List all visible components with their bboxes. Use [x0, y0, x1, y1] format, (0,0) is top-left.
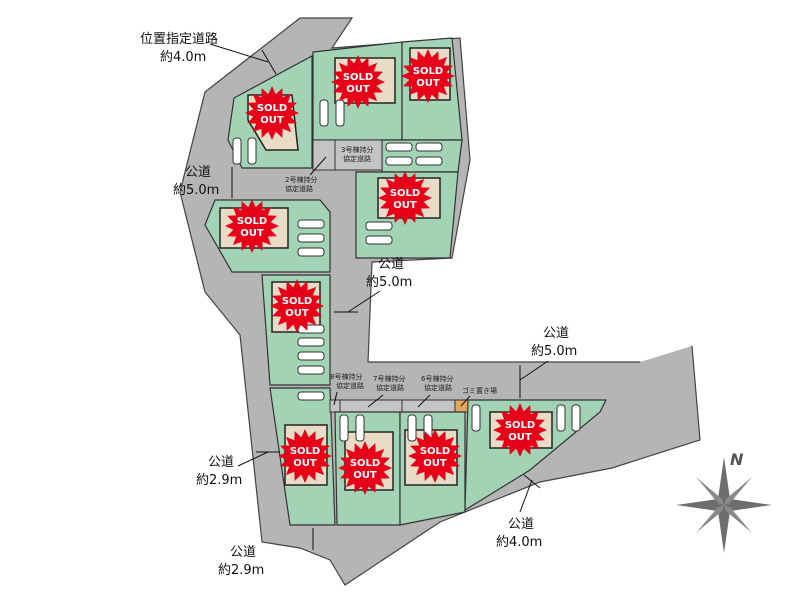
svg-text:3号棟持分: 3号棟持分	[341, 145, 373, 154]
svg-text:OUT: OUT	[353, 470, 377, 481]
svg-text:2号棟持分: 2号棟持分	[285, 175, 317, 184]
svg-text:位置指定道路: 位置指定道路	[140, 31, 218, 47]
svg-text:OUT: OUT	[423, 458, 447, 469]
svg-text:公道: 公道	[508, 517, 534, 532]
svg-text:OUT: OUT	[285, 308, 309, 319]
garbage-label: ゴミ置き場	[460, 386, 497, 407]
svg-text:8号棟持分: 8号棟持分	[330, 372, 362, 381]
svg-text:OUT: OUT	[240, 228, 264, 239]
svg-text:公道: 公道	[208, 455, 234, 470]
svg-text:OUT: OUT	[260, 115, 284, 126]
svg-text:N: N	[730, 450, 744, 469]
svg-text:SOLD: SOLD	[237, 216, 267, 227]
svg-text:6号棟持分: 6号棟持分	[421, 374, 453, 383]
svg-text:協定道路: 協定道路	[336, 381, 364, 390]
svg-text:7号棟持分: 7号棟持分	[373, 374, 405, 383]
svg-text:約5.0m: 約5.0m	[173, 183, 219, 198]
svg-text:SOLD: SOLD	[420, 446, 450, 457]
svg-text:SOLD: SOLD	[290, 446, 320, 457]
svg-text:協定道路: 協定道路	[376, 383, 404, 392]
compass-icon: N	[676, 450, 772, 553]
svg-text:約2.9m: 約2.9m	[218, 563, 264, 578]
svg-text:公道: 公道	[543, 326, 569, 341]
svg-text:SOLD: SOLD	[505, 420, 535, 431]
shared-road-6	[401, 399, 456, 413]
parking-cars	[232, 99, 581, 442]
svg-text:SOLD: SOLD	[390, 188, 420, 199]
svg-text:SOLD: SOLD	[413, 66, 443, 77]
svg-text:ゴミ置き場: ゴミ置き場	[462, 386, 497, 395]
shared-road-3	[334, 139, 383, 171]
svg-text:OUT: OUT	[393, 200, 417, 211]
svg-text:SOLD: SOLD	[350, 458, 380, 469]
svg-text:SOLD: SOLD	[257, 103, 287, 114]
svg-text:OUT: OUT	[293, 458, 317, 469]
svg-text:SOLD: SOLD	[343, 72, 373, 83]
svg-text:協定道路: 協定道路	[285, 184, 313, 193]
svg-text:公道: 公道	[378, 257, 404, 272]
svg-text:協定道路: 協定道路	[343, 154, 371, 163]
svg-text:OUT: OUT	[346, 84, 370, 95]
svg-text:約4.0m: 約4.0m	[160, 50, 206, 65]
svg-text:公道: 公道	[230, 545, 256, 560]
svg-text:約2.9m: 約2.9m	[196, 473, 242, 488]
svg-text:OUT: OUT	[416, 78, 440, 89]
svg-text:SOLD: SOLD	[282, 296, 312, 307]
svg-text:約5.0m: 約5.0m	[366, 275, 412, 290]
svg-text:約5.0m: 約5.0m	[531, 344, 577, 359]
shared-road-2	[312, 139, 336, 171]
svg-text:協定道路: 協定道路	[424, 383, 452, 392]
svg-text:公道: 公道	[185, 165, 211, 180]
svg-text:OUT: OUT	[508, 432, 532, 443]
svg-text:約4.0m: 約4.0m	[496, 535, 542, 550]
shared-road-7	[339, 399, 403, 413]
